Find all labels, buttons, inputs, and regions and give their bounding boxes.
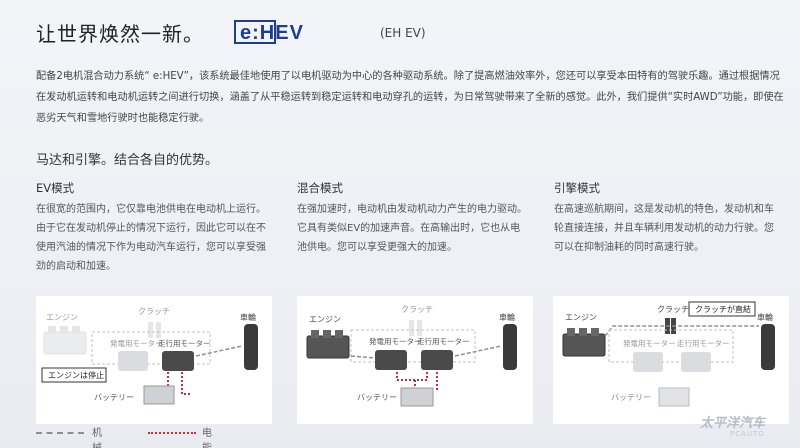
battery-icon <box>658 387 690 407</box>
engine-mode-diagram: エンジン クラッチ クラッチが直結 車輪 発電用モーター 走行用モーター バッテ… <box>553 296 789 424</box>
electrical-legend-line <box>148 432 196 434</box>
wheel-label: 車輪 <box>757 312 773 322</box>
engine-mode-text: 在高速巡航期间，这是发动机的特色，发动机和车轮直接连接，并且车辆利用发动机的动力… <box>554 204 774 253</box>
wheel-label: 車輪 <box>499 312 515 322</box>
mechanical-legend-line <box>36 432 84 434</box>
clutch-icon <box>148 322 161 338</box>
clutch-icon <box>409 320 422 336</box>
engine-icon <box>43 326 87 355</box>
battery-label: バッテリー <box>611 393 651 402</box>
engine-stop-label: エンジンは停止 <box>48 370 104 380</box>
engine-icon <box>562 328 606 357</box>
page-title: 让世界焕然一新。 <box>36 22 204 46</box>
mechanical-legend-label: 机械能 <box>92 428 102 448</box>
intro-paragraph: 配备2电机混合动力系统“ e:HEV”，该系统最佳地使用了以电机驱动为中心的各种… <box>36 71 784 124</box>
gen-motor-icon <box>375 350 407 370</box>
battery-icon <box>400 387 434 407</box>
clutch-label: クラッチ <box>138 307 170 316</box>
engine-label: エンジン <box>565 313 597 322</box>
section-subheading: 马达和引擎。结合各自的优势。 <box>36 153 219 168</box>
engine-label: エンジン <box>46 313 78 322</box>
gen-motor-icon <box>633 352 663 372</box>
drive-motor-icon <box>421 350 453 370</box>
hybrid-mode-title: 混合模式 <box>297 181 343 195</box>
watermark: 太平洋汽车 <box>700 416 766 431</box>
drive-motor-icon <box>162 351 194 371</box>
watermark-sub: PCAUTO <box>730 430 765 438</box>
drive-motor-label: 走行用モーター <box>158 338 211 348</box>
clutch-label: クラッチ <box>657 305 689 314</box>
logo-text: e:HEV <box>240 22 304 44</box>
wheel-icon <box>761 324 775 370</box>
gen-motor-icon <box>118 351 148 371</box>
ev-mode-text: 在很宽的范围内，它仅靠电池供电在电动机上运行。由于它在发动机停止的情况下运行，因… <box>36 204 266 272</box>
wheel-icon <box>503 324 517 370</box>
battery-label: バッテリー <box>357 393 397 402</box>
ehev-logo: e:HEV <box>234 20 304 44</box>
engine-mode-title: 引擎模式 <box>554 181 600 195</box>
battery-label: バッテリー <box>94 393 134 402</box>
drive-motor-icon <box>681 352 711 372</box>
wheel-label: 車輪 <box>240 312 256 322</box>
electrical-legend-label: 电能 <box>202 428 212 448</box>
battery-icon <box>143 385 175 405</box>
logo-subtitle: (EH EV) <box>380 26 426 40</box>
engine-label: エンジン <box>309 315 341 324</box>
hybrid-mode-diagram: エンジン クラッチ 車輪 発電用モーター 走行用モーター バッテリー <box>297 296 533 424</box>
gen-motor-label: 発電用モーター <box>369 337 422 346</box>
wheel-icon <box>244 324 258 370</box>
ev-mode-title: EV模式 <box>36 181 75 195</box>
gen-motor-label: 発電用モーター <box>623 339 676 348</box>
clutch-label: クラッチ <box>401 305 433 314</box>
ev-mode-diagram: エンジン クラッチ 車輪 発電用モーター 走行用モーター バッテリー エンジンは… <box>36 296 272 424</box>
gen-motor-label: 発電用モーター <box>110 339 163 348</box>
clutch-direct-label: クラッチが直結 <box>695 304 751 314</box>
engine-icon <box>306 330 350 359</box>
hybrid-mode-text: 在强加速时，电动机由发动机动力产生的电力驱动。它具有类似EV的加速声音。在高输出… <box>297 204 527 253</box>
drive-motor-label: 走行用モーター <box>677 338 730 348</box>
drive-motor-label: 走行用モーター <box>417 336 470 346</box>
